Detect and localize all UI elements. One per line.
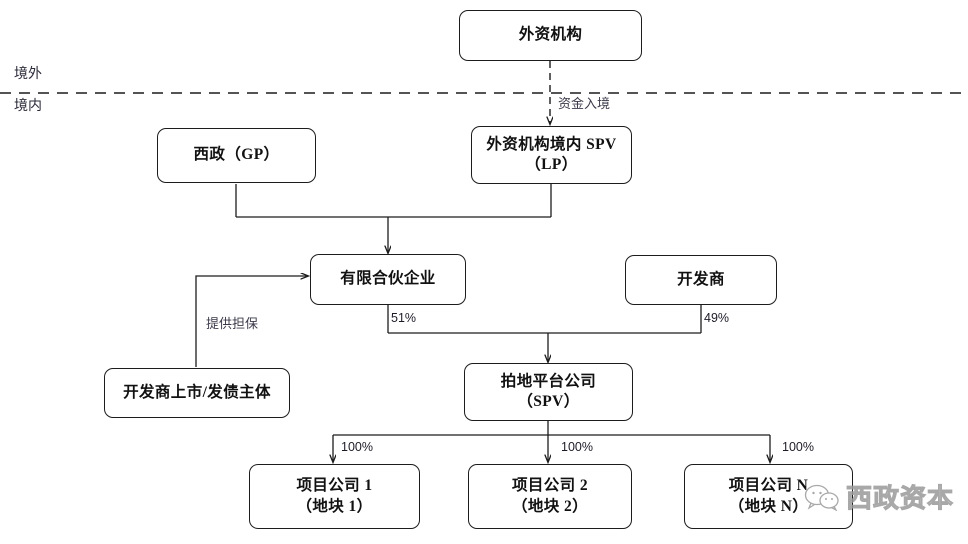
node-offshore-institution[interactable]: 外资机构	[459, 10, 642, 61]
node-project-company-2[interactable]: 项目公司 2 （地块 2）	[468, 464, 632, 529]
node-listed-issuer-label: 开发商上市/发债主体	[123, 383, 271, 401]
edge-label-provide-guarantee: 提供担保	[206, 316, 259, 331]
node-onshore-spv-label-line1: 外资机构境内 SPV	[486, 135, 617, 153]
node-gp[interactable]: 西政（GP）	[157, 128, 316, 183]
watermark-text: 西政资本	[845, 484, 955, 514]
pct-label-platform-to-project-n: 100%	[782, 440, 814, 454]
node-project-company-n[interactable]: 项目公司 N （地块 N）	[684, 464, 853, 529]
node-project-company-1-label-line1: 项目公司 1	[296, 477, 373, 495]
pct-label-developer-to-platform: 49%	[704, 311, 730, 325]
node-offshore-institution-label: 外资机构	[518, 26, 583, 44]
node-project-company-n-label-line1: 项目公司 N	[728, 477, 809, 495]
node-bid-platform[interactable]: 拍地平台公司 （SPV）	[464, 363, 633, 421]
node-project-company-1[interactable]: 项目公司 1 （地块 1）	[249, 464, 420, 529]
pct-label-platform-to-project-1: 100%	[341, 440, 373, 454]
node-gp-label: 西政（GP）	[193, 146, 280, 164]
node-bid-platform-label-line2: （SPV）	[517, 393, 580, 410]
node-partnership-label: 有限合伙企业	[340, 270, 436, 288]
pct-label-platform-to-project-2: 100%	[561, 440, 593, 454]
watermark: 西政资本	[804, 478, 954, 515]
node-developer[interactable]: 开发商	[625, 255, 777, 305]
node-project-company-1-label-line2: （地块 1）	[296, 497, 373, 515]
region-label-onshore: 境内	[14, 99, 42, 114]
node-developer-label: 开发商	[677, 270, 725, 288]
region-label-offshore: 境外	[14, 67, 42, 82]
node-onshore-spv-label-line2: （LP）	[525, 156, 578, 173]
edge-label-fund-inflow: 资金入境	[558, 96, 611, 111]
node-bid-platform-label-line1: 拍地平台公司	[500, 372, 597, 390]
node-listed-issuer[interactable]: 开发商上市/发债主体	[104, 368, 290, 418]
pct-label-partnership-to-platform: 51%	[391, 311, 417, 325]
node-project-company-2-label-line2: （地块 2）	[511, 497, 589, 515]
node-onshore-spv[interactable]: 外资机构境内 SPV （LP）	[471, 126, 632, 184]
wechat-icon	[804, 484, 839, 511]
node-partnership[interactable]: 有限合伙企业	[310, 254, 466, 305]
node-project-company-2-label-line1: 项目公司 2	[511, 477, 589, 495]
node-project-company-n-label-line2: （地块 N）	[728, 497, 809, 515]
